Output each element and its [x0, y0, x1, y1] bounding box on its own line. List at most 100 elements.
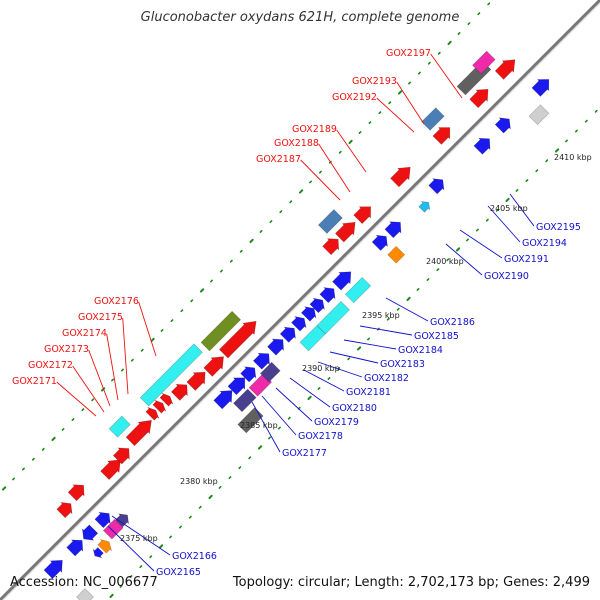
gene-arrow[interactable]: [76, 588, 94, 600]
gene-arrow[interactable]: [81, 524, 99, 541]
gene-label-gox2186[interactable]: GOX2186: [430, 317, 475, 328]
gene-arrow[interactable]: [332, 271, 352, 291]
gene-arrow[interactable]: [322, 238, 340, 256]
gene-arrow[interactable]: [531, 79, 550, 97]
gene-arrow[interactable]: [112, 447, 130, 465]
gene-arrow[interactable]: [218, 320, 257, 359]
gene-label-gox2182[interactable]: GOX2182: [364, 373, 409, 384]
gene-arrow[interactable]: [387, 245, 406, 264]
gene-arrow[interactable]: [309, 297, 325, 314]
tick-dot: [268, 436, 271, 440]
gene-arrow[interactable]: [186, 371, 206, 391]
gene-arrow[interactable]: [319, 287, 336, 304]
gene-label-gox2165[interactable]: GOX2165: [156, 567, 201, 578]
gene-arrow[interactable]: [203, 356, 224, 377]
gene-arrow[interactable]: [213, 390, 233, 410]
tick-dot: [41, 447, 45, 451]
gene-label-gox2197[interactable]: GOX2197: [386, 48, 431, 59]
gene-label-gox2188[interactable]: GOX2188: [274, 138, 319, 149]
gene-arrow[interactable]: [43, 559, 63, 580]
gene-label-gox2172[interactable]: GOX2172: [28, 360, 73, 371]
gene-arrow[interactable]: [469, 88, 489, 109]
gene-arrow[interactable]: [125, 419, 152, 447]
gene-arrow[interactable]: [334, 221, 356, 243]
leader-line: [385, 297, 429, 322]
gene-label-gox2191[interactable]: GOX2191: [504, 254, 549, 265]
gene-arrow[interactable]: [428, 178, 445, 195]
gene-arrow[interactable]: [233, 388, 257, 413]
gene-label-gox2179[interactable]: GOX2179: [314, 417, 359, 428]
gene-arrow[interactable]: [237, 407, 264, 434]
gene-label-gox2194[interactable]: GOX2194: [522, 238, 567, 249]
gene-label-gox2178[interactable]: GOX2178: [298, 431, 343, 442]
gene-arrow[interactable]: [152, 399, 167, 414]
tick-dot: [545, 159, 549, 163]
gene-arrow[interactable]: [291, 316, 307, 332]
gene-arrow[interactable]: [139, 343, 203, 407]
gene-label-gox2175[interactable]: GOX2175: [78, 312, 123, 323]
gene-arrow[interactable]: [145, 406, 160, 421]
gene-label-gox2183[interactable]: GOX2183: [380, 359, 425, 370]
gene-arrow[interactable]: [317, 209, 343, 234]
gene-arrow[interactable]: [279, 326, 296, 343]
gene-arrow[interactable]: [108, 415, 131, 438]
gene-arrow[interactable]: [300, 306, 317, 322]
gene-arrow[interactable]: [473, 137, 491, 155]
gene-label-gox2180[interactable]: GOX2180: [332, 403, 377, 414]
gene-arrow[interactable]: [418, 200, 431, 213]
gene-label-gox2177[interactable]: GOX2177: [282, 448, 327, 459]
gene-arrow[interactable]: [114, 513, 130, 528]
tick-dot: [358, 131, 362, 134]
gene-arrow[interactable]: [353, 206, 372, 225]
tick-dot: [447, 40, 452, 46]
gene-label-gox2184[interactable]: GOX2184: [398, 345, 443, 356]
gene-label-gox2176[interactable]: GOX2176: [94, 296, 139, 307]
gene-arrow[interactable]: [259, 361, 281, 383]
gene-arrow[interactable]: [472, 50, 496, 75]
gene-arrow[interactable]: [56, 502, 73, 519]
gene-label-gox2190[interactable]: GOX2190: [484, 271, 529, 282]
tick-dot: [188, 515, 192, 519]
gene-arrow[interactable]: [384, 221, 402, 239]
gene-arrow[interactable]: [159, 392, 174, 407]
gene-arrow[interactable]: [344, 276, 372, 304]
gene-arrow[interactable]: [97, 539, 113, 554]
leader-line: [275, 387, 313, 422]
gene-arrow[interactable]: [252, 352, 270, 370]
gene-arrow[interactable]: [432, 127, 451, 145]
gene-arrow[interactable]: [528, 104, 550, 126]
gene-arrow[interactable]: [67, 484, 85, 502]
gene-label-gox2174[interactable]: GOX2174: [62, 328, 107, 339]
gene-label-gox2195[interactable]: GOX2195: [536, 222, 581, 233]
gene-label-gox2166[interactable]: GOX2166: [172, 551, 217, 562]
gene-arrow[interactable]: [200, 310, 242, 352]
gene-arrow[interactable]: [267, 338, 284, 356]
gene-arrow[interactable]: [248, 373, 273, 397]
gene-label-gox2185[interactable]: GOX2185: [414, 331, 459, 342]
gene-arrow[interactable]: [100, 459, 121, 481]
gene-arrow[interactable]: [390, 166, 411, 188]
gene-arrow[interactable]: [240, 366, 257, 383]
gene-arrow[interactable]: [92, 547, 104, 559]
gene-arrow[interactable]: [66, 539, 84, 557]
gene-label-gox2181[interactable]: GOX2181: [346, 387, 391, 398]
gene-label-gox2173[interactable]: GOX2173: [44, 344, 89, 355]
gene-arrow[interactable]: [371, 234, 388, 251]
gene-label-gox2189[interactable]: GOX2189: [292, 124, 337, 135]
gene-label-gox2193[interactable]: GOX2193: [352, 76, 397, 87]
gene-arrow[interactable]: [421, 107, 445, 131]
gene-arrow[interactable]: [316, 300, 350, 335]
gene-label-gox2187[interactable]: GOX2187: [256, 154, 301, 165]
gene-label-gox2192[interactable]: GOX2192: [332, 92, 377, 103]
gene-arrow[interactable]: [494, 59, 516, 80]
leader-line: [343, 339, 397, 350]
tick-dot: [109, 593, 114, 598]
gene-arrow[interactable]: [170, 383, 188, 401]
gene-arrow[interactable]: [102, 518, 124, 540]
gene-arrow[interactable]: [494, 117, 511, 134]
gene-arrow[interactable]: [94, 511, 111, 529]
gene-label-gox2171[interactable]: GOX2171: [12, 376, 57, 387]
gene-arrow[interactable]: [227, 377, 246, 396]
